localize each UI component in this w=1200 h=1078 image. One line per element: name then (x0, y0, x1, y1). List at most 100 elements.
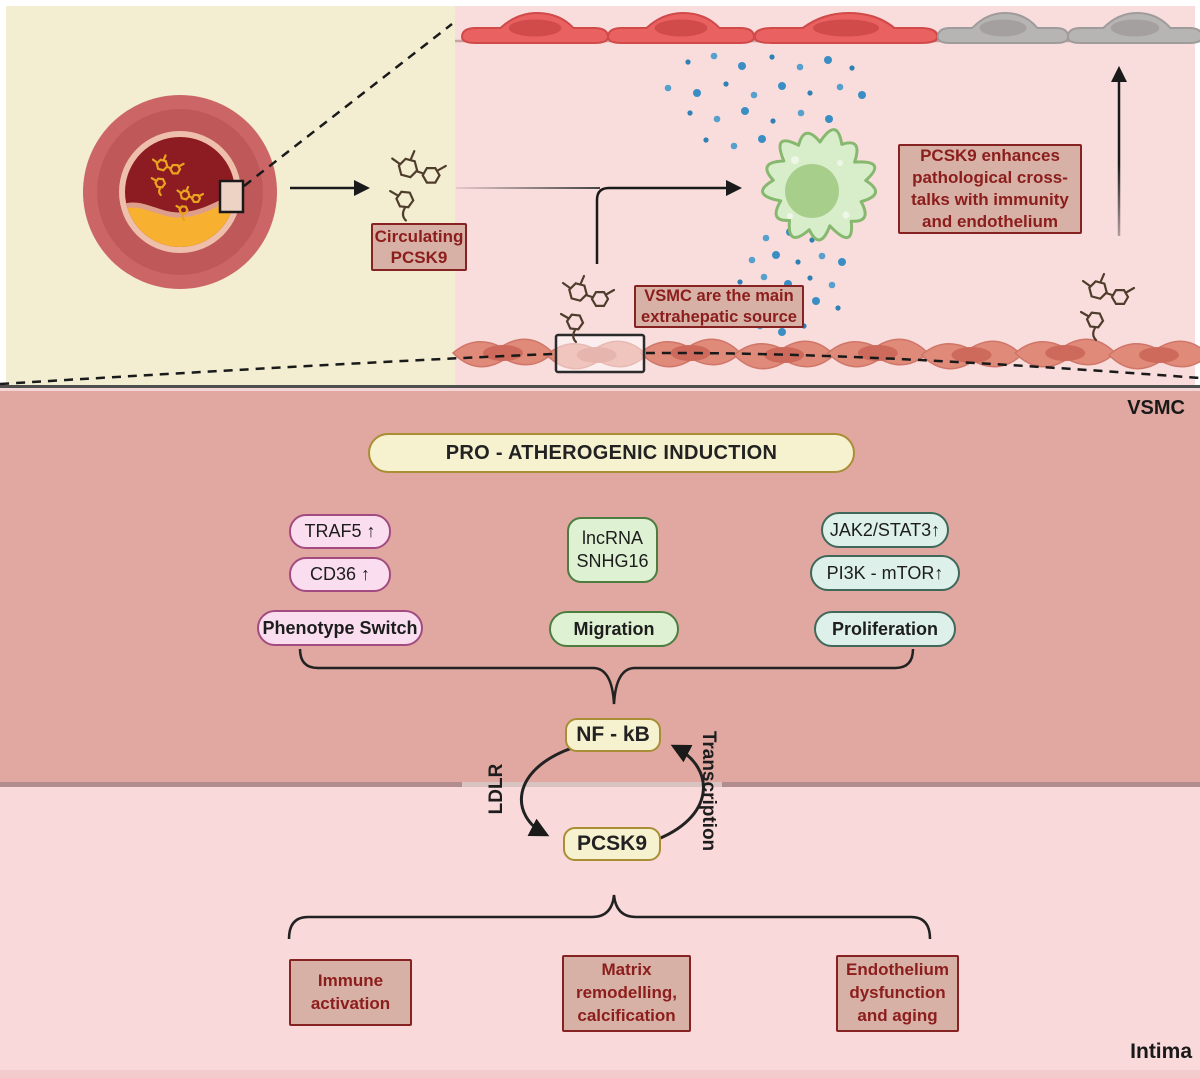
vsmc-cell (732, 340, 836, 370)
cytokine-dot (838, 258, 846, 266)
cytokine-dot (825, 115, 833, 123)
cytokine-dot (750, 91, 758, 99)
outcome-matrix-remodelling: Matrix remodelling, calcification (562, 955, 691, 1032)
frame-right (1195, 0, 1200, 385)
zoom-guide-dash-bottom-left (0, 352, 555, 386)
cytokine-dot (796, 63, 804, 71)
cytokine-dots (664, 52, 866, 336)
pcsk9-molecule-icon (175, 185, 205, 222)
cytokine-dot (835, 305, 841, 311)
brace-pcsk9-to-outcomes (287, 894, 932, 940)
cytokine-dot (693, 89, 701, 97)
pro-atherogenic-banner: PRO - ATHEROGENIC INDUCTION (368, 433, 855, 473)
cytokine-dot (703, 137, 709, 143)
vsmc-to-macrophage-arrow (595, 179, 743, 264)
frame-left (0, 0, 6, 385)
cytokine-dot (812, 297, 820, 305)
endothelial-cell (461, 11, 609, 44)
ldlr-label: LDLR (486, 763, 507, 815)
pcsk9-molecule-icon (150, 154, 185, 197)
endothelium-row (461, 11, 1200, 44)
cytokine-dot (824, 56, 832, 64)
cytokine-dot (664, 84, 672, 92)
frame-top (0, 0, 1200, 6)
vessel-cross-section (83, 95, 277, 289)
pcsk9-molecules (389, 150, 1136, 344)
vsmc-cell (1107, 340, 1200, 370)
cytokine-dot (741, 107, 749, 115)
factor-traf5: TRAF5 ↑ (289, 514, 391, 549)
outcome-migration: Migration (549, 611, 679, 647)
cytokine-dot (770, 118, 776, 124)
highlighted-vsmc-box (554, 333, 646, 374)
intima-section-label: Intima (1130, 1040, 1192, 1063)
vsmc-intima-divider-left (0, 782, 462, 787)
cytokine-dot (769, 54, 775, 60)
senescent-endothelial-cell (936, 11, 1070, 44)
cytokine-dot (687, 110, 693, 116)
cytokine-dot (762, 234, 770, 242)
outcome-proliferation: Proliferation (814, 611, 956, 647)
pcsk9-molecule-icon (389, 150, 447, 222)
cytokine-dot (778, 328, 786, 336)
cycle-arrow-transcription (652, 744, 705, 843)
brace-induction-to-nfkb (298, 648, 915, 705)
outcome-endothelium-dysfunction: Endothelium dysfunction and aging (836, 955, 959, 1032)
endothelial-cell (607, 11, 755, 44)
cytokine-dot (738, 62, 746, 70)
cytokine-dot (758, 135, 766, 143)
vsmc-section-label: VSMC (1127, 397, 1185, 419)
endothelial-cell (753, 11, 939, 44)
cytokine-dot (849, 65, 855, 71)
pcsk9-molecule-icon (559, 274, 616, 344)
outcome-phenotype-switch: Phenotype Switch (257, 610, 423, 646)
vsmc-cell (826, 338, 929, 368)
cytokine-dot (807, 275, 813, 281)
factor-jak2-stat3: JAK2/STAT3↑ (821, 512, 949, 548)
cytokine-dot (760, 273, 768, 281)
vsmc-cell (920, 340, 1023, 370)
vsmc-intima-divider-right (722, 782, 1200, 787)
vsmc-cell (1014, 338, 1117, 368)
cytokine-dot (748, 256, 756, 264)
cycle-arrow-ldlr (520, 746, 573, 837)
cytokine-dot (809, 237, 815, 243)
cytokine-dot (836, 83, 844, 91)
pcsk9-molecule-icon (1079, 272, 1136, 342)
factor-cd36: CD36 ↑ (289, 557, 391, 592)
transcription-label: Transcription (698, 730, 719, 852)
factor-pi3k-mtor: PI3K - mTOR↑ (810, 555, 960, 591)
cytokine-dot (730, 142, 738, 150)
senescent-endothelial-cell (1066, 11, 1200, 44)
panel-divider-line (0, 385, 1200, 388)
cytokine-dot (858, 91, 866, 99)
vsmc-cell (639, 338, 742, 368)
cytokine-dot (737, 279, 743, 285)
factor-lncrna-snhg16: lncRNA SNHG16 (567, 517, 658, 583)
cytokine-dot (772, 251, 780, 259)
cytokine-dot (723, 81, 729, 87)
outcome-immune-activation: Immune activation (289, 959, 412, 1026)
lipid-molecules-icon (150, 154, 205, 222)
zoom-guide-dash-top (243, 23, 453, 187)
cytokine-dot (685, 59, 691, 65)
pcsk9-node: PCSK9 (563, 827, 661, 861)
vsmc-source-box: VSMC are the main extrahepatic source (634, 285, 804, 328)
vsmc-intima-divider-mid (462, 782, 722, 787)
macrophage-icon (761, 128, 877, 242)
circulating-pcsk9-box: Circulating PCSK9 (371, 223, 467, 271)
bottom-edge-strip (0, 1070, 1200, 1078)
cytokine-dot (807, 90, 813, 96)
cytokine-dot (797, 109, 805, 117)
cytokine-dot (795, 259, 801, 265)
nfkb-node: NF - kB (565, 718, 661, 752)
vsmc-cell (451, 338, 555, 368)
cytokine-dot (818, 252, 826, 260)
cytokine-dot (828, 281, 836, 289)
cytokine-dot (778, 82, 786, 90)
crosstalk-box: PCSK9 enhances pathological cross-talks … (898, 144, 1082, 234)
cytokine-dot (713, 115, 721, 123)
cytokine-dot (710, 52, 718, 60)
